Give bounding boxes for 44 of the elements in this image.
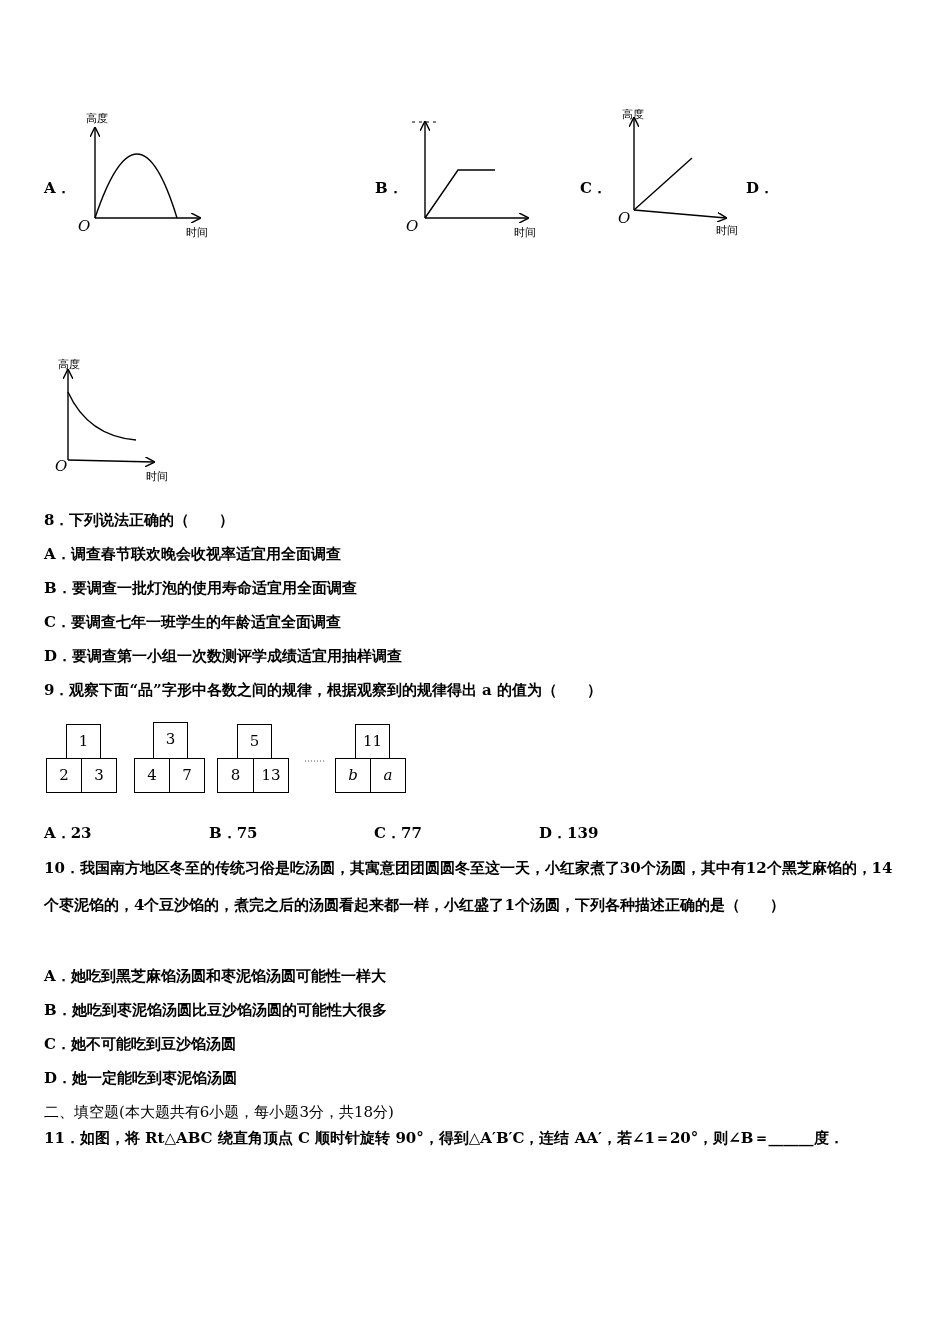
number-cell: 2: [46, 758, 82, 793]
origin-label: O: [55, 456, 68, 476]
number-cell: a: [370, 758, 406, 793]
section-heading: 二、填空题(本大题共有6小题，每小题3分，共18分): [44, 1102, 394, 1122]
option-text: B．她吃到枣泥馅汤圆比豆沙馅汤圆的可能性大很多: [44, 1000, 387, 1020]
origin-label: O: [78, 216, 91, 236]
axis-label: 时间: [146, 470, 168, 483]
question-text: 10．我国南方地区冬至的传统习俗是吃汤圆，其寓意团团圆圆冬至这一天，小红家煮了30个汤圆，其中有12个黑芝麻馅的，14个枣泥馅的，4个豆沙馅的，煮完之后的汤圆看起来都一样，小红盛了1个汤圆，下列各种描述正确的是（ ）: [44, 858, 894, 916]
origin-label: O: [406, 216, 419, 236]
option-text: C．她不可能吃到豆沙馅汤圆: [44, 1034, 236, 1054]
number-cell: 3: [81, 758, 117, 793]
option-text: A．调查春节联欢晚会收视率适宜用全面调查: [44, 544, 341, 564]
number-cell: 1: [66, 724, 101, 759]
option-letter: D．: [746, 178, 774, 198]
question-text: 8．下列说法正确的（ ）: [44, 510, 235, 530]
number-cell: 13: [253, 758, 289, 793]
axis-label: 时间: [186, 226, 208, 239]
number-cell: 5: [237, 724, 272, 759]
option-text: B．75: [209, 823, 258, 843]
axis-label: 高度: [58, 358, 80, 371]
question-text: 11．如图，将 Rt△ABC 绕直角顶点 C 顺时针旋转 90°，得到△A′B′C，连结 AA′，若∠1＝20°，则∠B＝______度．: [44, 1128, 845, 1149]
question-text: 9．观察下面“品”字形中各数之间的规律，根据观察到的规律得出 a 的值为（ ）: [44, 680, 602, 700]
option-text: C．77: [374, 823, 422, 843]
axis-label: 时间: [514, 226, 536, 239]
number-cell: 4: [134, 758, 170, 793]
option-text: A．23: [44, 823, 92, 843]
option-letter: C．: [580, 178, 607, 198]
axis-label: 高度: [622, 108, 644, 121]
number-cell: 3: [153, 722, 188, 759]
axis-label: 高度: [86, 112, 108, 125]
option-text: C．要调查七年一班学生的年龄适宜全面调查: [44, 612, 341, 632]
option-text: D．要调查第一小组一次数测评学成绩适宜用抽样调查: [44, 646, 402, 666]
option-letter: A．: [44, 178, 71, 198]
option-text: D．她一定能吃到枣泥馅汤圆: [44, 1068, 237, 1088]
number-cell: 8: [217, 758, 254, 793]
option-text: A．她吃到黑芝麻馅汤圆和枣泥馅汤圆可能性一样大: [44, 966, 386, 986]
axis-label: 时间: [716, 224, 738, 237]
option-letter: B．: [375, 178, 403, 198]
option-text: B．要调查一批灯泡的使用寿命适宜用全面调查: [44, 578, 357, 598]
number-cell: b: [335, 758, 371, 793]
origin-label: O: [618, 208, 631, 228]
option-text: D．139: [539, 823, 599, 843]
number-cell: 7: [169, 758, 205, 793]
number-cell: 11: [355, 724, 390, 759]
